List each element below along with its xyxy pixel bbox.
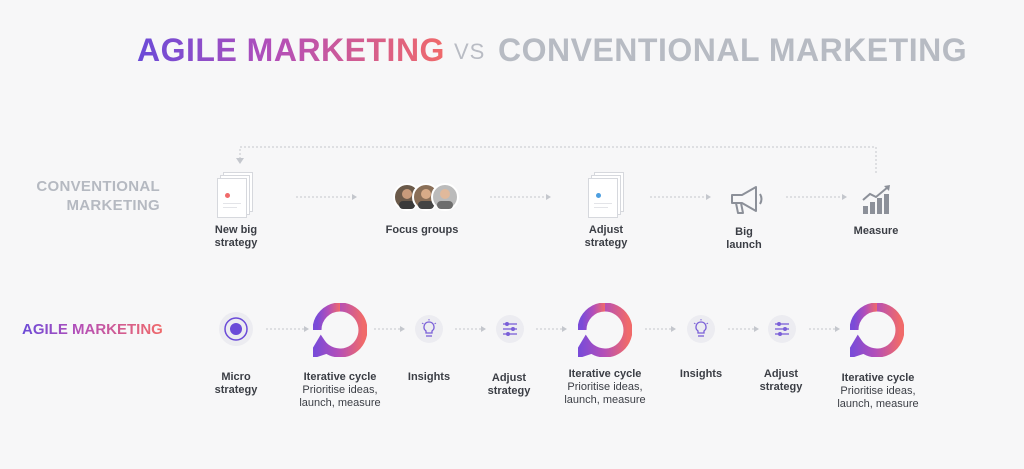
step-title: Iterative cycle	[303, 371, 377, 383]
bar-chart-icon	[860, 184, 892, 221]
arrow-icon	[536, 326, 567, 332]
step-title: strategy	[487, 385, 531, 397]
step-subtitle: Prioritise ideas,	[840, 385, 916, 397]
arrow-icon	[728, 326, 759, 332]
step-title: strategy	[584, 237, 628, 249]
step-title: strategy	[214, 384, 258, 396]
arrow-icon	[296, 194, 357, 200]
step-caption: Adjust strategy	[566, 224, 646, 250]
step-title: Big	[735, 226, 753, 238]
arrow-icon	[786, 194, 847, 200]
step-title: Iterative cycle	[841, 372, 915, 384]
step-title: launch	[726, 239, 762, 251]
agile-row-label: AGILE MARKETING	[22, 321, 163, 338]
conventional-label-line2: MARKETING	[66, 197, 160, 214]
step-subtitle: Prioritise ideas,	[567, 381, 643, 393]
cycle-icon	[850, 303, 904, 357]
page-title: AGILE MARKETING VS CONVENTIONAL MARKETIN…	[0, 28, 1024, 72]
cycle-icon	[578, 303, 632, 357]
arrow-icon	[650, 194, 711, 200]
sliders-icon	[768, 315, 796, 343]
step-title: Micro	[221, 371, 251, 383]
title-vs: VS	[454, 39, 486, 64]
target-icon	[219, 312, 253, 346]
step-subtitle: launch, measure	[837, 398, 919, 410]
step-caption: Big launch	[704, 226, 784, 252]
lightbulb-icon	[687, 315, 715, 343]
step-title: strategy	[759, 381, 803, 393]
step-title: Focus groups	[385, 224, 459, 236]
step-subtitle: launch, measure	[299, 397, 381, 409]
step-caption: Iterative cycle Prioritise ideas, launch…	[555, 368, 655, 407]
step-title: Adjust	[763, 368, 799, 380]
people-avatars-icon	[393, 183, 459, 211]
title-agile: AGILE MARKETING	[137, 28, 445, 72]
step-caption: Adjust strategy	[746, 368, 816, 394]
title-conventional: CONVENTIONAL MARKETING	[498, 32, 968, 68]
sliders-icon	[496, 315, 524, 343]
step-title: Adjust	[491, 372, 527, 384]
arrow-icon	[266, 326, 309, 332]
step-caption: Iterative cycle Prioritise ideas, launch…	[290, 371, 390, 410]
conventional-row-label: CONVENTIONAL MARKETING	[22, 177, 160, 215]
document-stack-icon	[217, 172, 257, 218]
document-stack-icon	[588, 172, 628, 218]
step-caption: Insights	[666, 368, 736, 381]
step-subtitle: launch, measure	[564, 394, 646, 406]
arrow-icon	[809, 326, 840, 332]
arrow-icon	[374, 326, 405, 332]
step-caption: Measure	[836, 225, 916, 238]
step-caption: Insights	[394, 371, 464, 384]
arrow-icon	[645, 326, 676, 332]
step-caption: New big strategy	[196, 224, 276, 250]
step-caption: Focus groups	[376, 224, 468, 237]
step-title: Insights	[679, 368, 723, 380]
step-subtitle: Prioritise ideas,	[302, 384, 378, 396]
step-title: Insights	[407, 371, 451, 383]
step-caption: Micro strategy	[196, 371, 276, 397]
conventional-label-line1: CONVENTIONAL	[36, 178, 160, 195]
step-title: Iterative cycle	[568, 368, 642, 380]
arrow-icon	[455, 326, 486, 332]
step-title: Adjust	[588, 224, 624, 236]
step-caption: Iterative cycle Prioritise ideas, launch…	[826, 372, 930, 411]
arrow-icon	[490, 194, 551, 200]
step-title: Measure	[853, 225, 899, 237]
step-title: strategy	[214, 237, 258, 249]
cycle-icon	[313, 303, 367, 357]
megaphone-icon	[726, 183, 766, 222]
lightbulb-icon	[415, 315, 443, 343]
step-caption: Adjust strategy	[474, 372, 544, 398]
step-title: New big	[214, 224, 258, 236]
